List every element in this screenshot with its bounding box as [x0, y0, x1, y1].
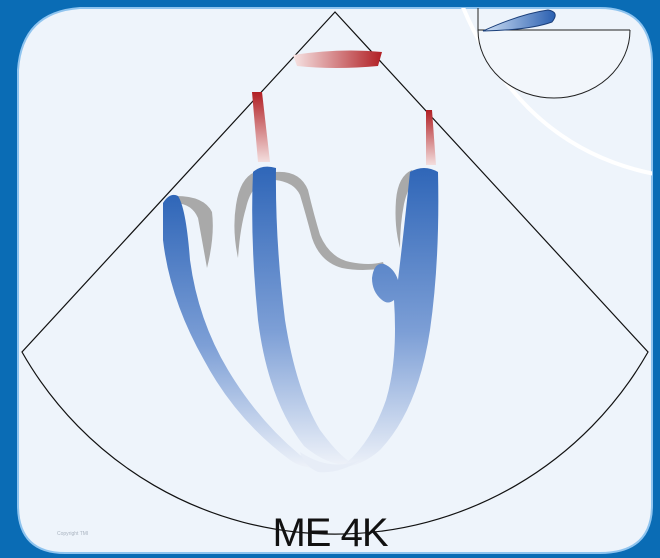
atrial-roof [293, 50, 382, 68]
interventricular-septum [252, 166, 356, 466]
mitral-leaflet-posterior [395, 170, 416, 248]
ultrasound-sector-icon [21, 11, 649, 535]
left-atrial-wall [426, 110, 436, 165]
left-ventricle-wall [340, 168, 439, 468]
probe-overlay-arc [458, 8, 652, 177]
right-ventricle-wall [163, 194, 326, 469]
tricuspid-leaflet-lateral [176, 196, 213, 268]
cardiac-apex [300, 452, 360, 473]
copyright-text: Copyright TMI [57, 531, 89, 537]
probe-beam-shape [482, 9, 556, 32]
view-label: ME 4K [272, 511, 388, 555]
probe-orientation-icon [477, 29, 631, 99]
right-atrial-wall [252, 92, 270, 162]
diagram-panel [17, 7, 653, 554]
mitral-leaflet-anterior [275, 171, 385, 270]
tricuspid-leaflet-septal [234, 172, 260, 258]
